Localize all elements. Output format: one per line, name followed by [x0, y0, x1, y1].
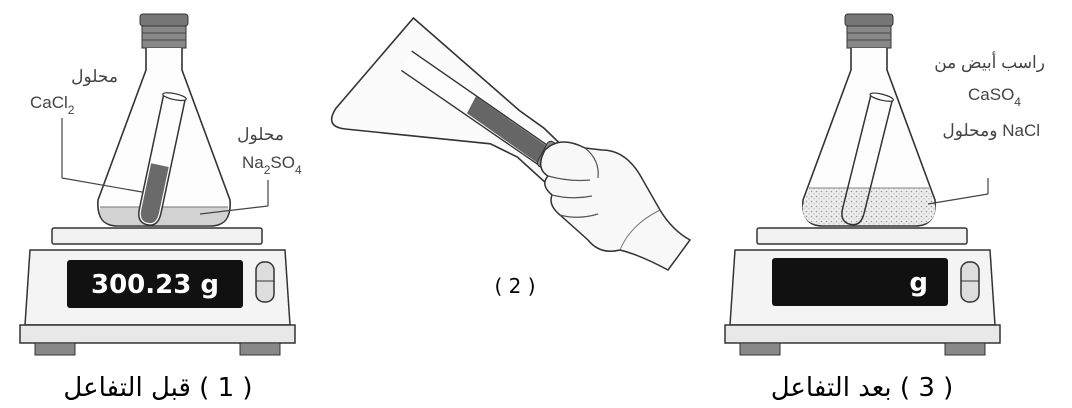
- caption-after: ( 3 ) بعد التفاعل: [771, 373, 954, 403]
- test-tube-3-empty: [841, 92, 894, 226]
- balance-3: g: [724, 227, 1001, 356]
- label-na2so4-arabic: محلول: [237, 125, 284, 145]
- label-cacl2-arabic: محلول: [71, 67, 118, 87]
- label-nacl: ومحلول NaCl: [942, 121, 1040, 141]
- balance-button: [960, 261, 980, 303]
- tilted-tube-liquid: [466, 96, 555, 167]
- panel-before-reaction: 300.23 g محلول CaCl2 محلول Na2SO4: [19, 13, 302, 403]
- display-reading: 300.23 g: [91, 270, 219, 300]
- cacl2-solution: [140, 163, 169, 224]
- balance-button: [255, 261, 275, 303]
- display-unit: g: [909, 268, 928, 298]
- precipitate-mixture: [802, 188, 936, 225]
- panel-mixing: ( 2 ): [330, 16, 692, 298]
- panel-after-reaction: g راسب أبيض من CaSO4 ومحلول NaCl ( 3 ) ب…: [724, 13, 1045, 403]
- flask-1: [97, 13, 231, 227]
- hand-illustration: [539, 141, 692, 271]
- caption-before: ( 1 ) قبل التفاعل: [63, 373, 252, 403]
- label-caso4: CaSO4: [968, 85, 1021, 109]
- test-tube-1: [138, 92, 187, 226]
- label-na2so4: Na2SO4: [242, 153, 302, 177]
- label-precipitate-arabic: راسب أبيض من: [934, 51, 1045, 73]
- balance-display-blank: [772, 258, 948, 306]
- balance-display: [67, 260, 243, 308]
- caption-mixing: ( 2 ): [494, 274, 535, 298]
- balance-1: 300.23 g: [19, 227, 296, 356]
- flask-3: [802, 13, 936, 227]
- label-cacl2: CaCl2: [30, 93, 75, 117]
- na2so4-solution: [99, 207, 229, 225]
